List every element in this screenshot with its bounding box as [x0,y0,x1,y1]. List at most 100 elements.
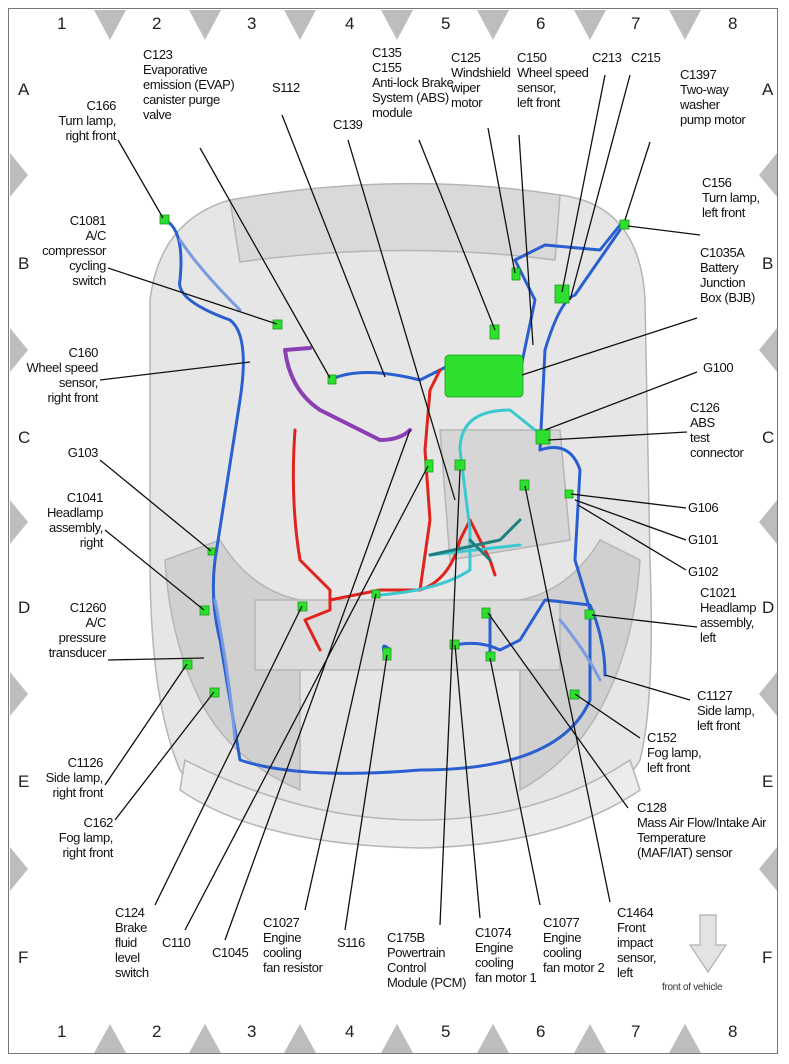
connector-c128 [481,607,491,619]
callout-leader-line [418,139,496,331]
column-number: 1 [57,1022,67,1041]
callout-leader-line [487,612,629,809]
grid-marker [94,1024,126,1053]
callout-label: C1397 Two-way washer pump motor [680,67,746,127]
callout-leader-line [570,493,687,509]
grid-marker [574,10,606,40]
connector-c175b [454,459,466,471]
row-letter: F [762,948,773,967]
callout-leader-line [117,139,164,219]
callout-leader-line [544,371,698,431]
callout-leader-line [107,267,278,325]
grid-marker [10,500,28,544]
callout-label: C1077 Engine cooling fan motor 2 [543,915,605,975]
callout-leader-line [521,317,698,376]
connector-c135 [489,324,500,340]
row-letter: E [762,772,774,791]
callout-label: C150 Wheel speed sensor, left front [517,50,589,110]
bjb-connector [444,354,524,398]
grid-marker [189,1024,221,1053]
callout-leader-line [574,693,641,739]
callout-leader-line [99,361,251,381]
diagram-frame [8,8,778,1054]
column-number: 4 [345,1022,355,1041]
front-bumper [179,758,641,849]
grid-marker [759,672,777,716]
callout-label: C1127 Side lamp, left front [697,688,755,733]
callout-label: G102 [688,564,719,579]
connector-g103 [207,547,216,556]
callout-label: C135 C155 Anti-lock Brake System (ABS) m… [372,45,454,120]
grid-marker [10,328,28,372]
callout-label: C1260 A/C pressure transducer [48,600,107,660]
column-number: 5 [441,1022,451,1041]
callout-leader-line [489,657,541,906]
callout-leader-line [224,429,411,941]
column-number: 8 [728,14,738,33]
grid-marker [10,672,28,716]
callout-label: C1464 Front impact sensor, left [617,905,657,980]
callout-label: S116 [337,935,365,950]
callout-leader-line [184,465,429,931]
grid-marker [759,500,777,544]
callout-leader-line [627,225,701,236]
callout-label: G101 [688,532,719,547]
connector-c152 [569,689,580,700]
connector-c124 [297,601,308,612]
callout-label: C166 Turn lamp, right front [58,98,116,143]
down-arrow-icon [688,914,728,974]
column-number: 6 [536,14,546,33]
wire-blue-right [163,218,622,775]
callout-leader-line [304,593,377,911]
grid-marker [574,1024,606,1053]
grid-marker [669,1024,701,1053]
callout-leader-line [454,644,481,919]
connector-c1041 [199,605,210,616]
callout-leader-line [591,614,698,628]
grid-marker [759,847,777,891]
callout-label: C125 Windshield wiper motor [451,50,511,110]
callout-leader-line [281,114,386,378]
column-number: 2 [152,1022,162,1041]
column-number: 4 [345,14,355,33]
row-letter: A [762,80,774,99]
wire-teal [428,518,522,562]
connector-c213 [554,284,570,304]
grid-marker [94,10,126,40]
callout-label: C1126 Side lamp, right front [45,755,104,800]
row-letter: C [18,428,31,447]
wire-light-blue [178,238,602,742]
grid-marker [10,847,28,891]
grid-marker [477,1024,509,1053]
row-letter: B [762,254,774,273]
callout-label: C215 [631,50,661,65]
callout-leader-line [347,139,456,501]
column-number: 5 [441,14,451,33]
callout-leader-line [107,657,205,661]
connector-c162 [209,687,220,698]
grid-marker [759,153,777,197]
row-letter: C [762,428,775,447]
wire-purple [283,346,412,442]
front-of-vehicle-label: front of vehicle [662,982,723,993]
column-number: 3 [247,14,257,33]
callout-leader-line [518,134,534,346]
callout-label: C124 Brake fluid level switch [115,905,149,980]
callout-label: C156 Turn lamp, left front [702,175,760,220]
connector-c166 [159,214,170,225]
connector-c1464 [519,479,530,491]
grid-marker [381,10,413,40]
wire-cyan [378,408,537,597]
column-number: 7 [631,14,641,33]
callout-label: C175B Powertrain Control Module (PCM) [387,930,466,990]
grid-marker [10,153,28,197]
column-number: 2 [152,14,162,33]
callout-label: C1027 Engine cooling fan resistor [263,915,323,975]
callout-label: C110 [162,935,191,950]
connector-c125 [511,267,521,281]
callout-label: C123 Evaporative emission (EVAP) caniste… [143,47,235,122]
connector-c1074 [449,639,460,650]
callout-leader-line [524,485,611,903]
